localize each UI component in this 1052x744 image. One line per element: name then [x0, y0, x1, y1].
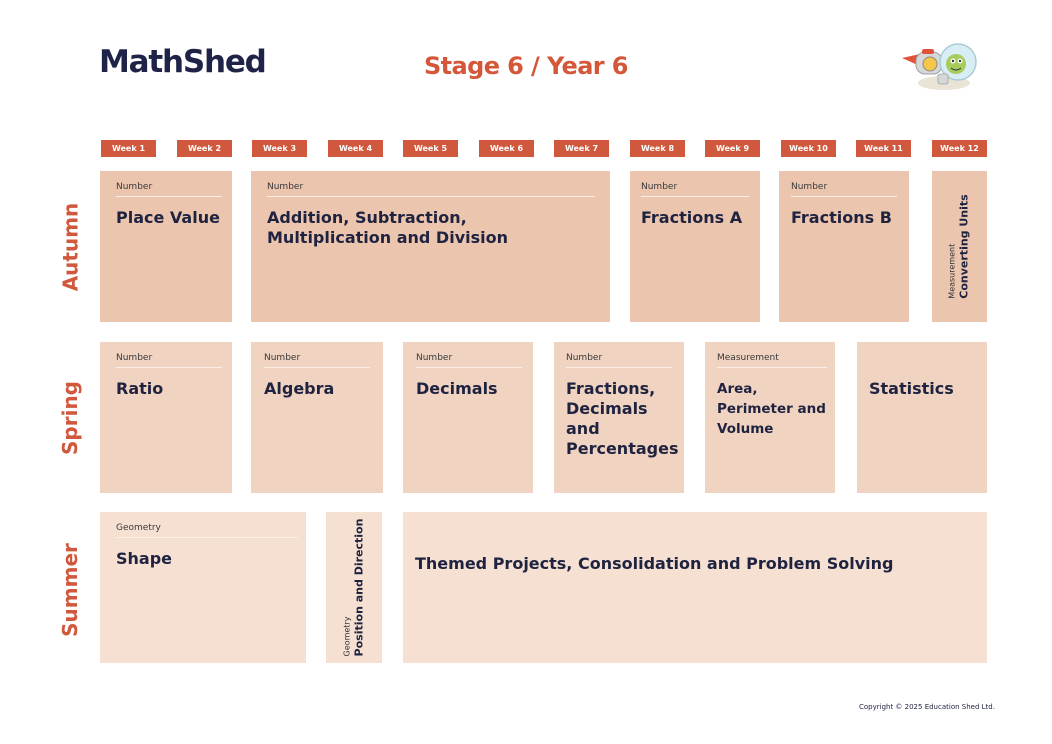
divider	[566, 367, 672, 368]
week-3-header: Week 3	[252, 140, 307, 157]
unit-algebra[interactable]: Number Algebra	[251, 342, 383, 493]
unit-converting-units[interactable]: Measurement Converting Units	[932, 171, 987, 322]
divider	[116, 537, 298, 538]
unit-title: Converting Units	[958, 194, 972, 299]
week-11-header: Week 11	[856, 140, 911, 157]
logo: MathShed	[99, 44, 267, 80]
unit-category: Measurement	[948, 243, 958, 299]
term-summer: Summer	[58, 540, 82, 640]
term-autumn: Autumn	[58, 197, 82, 297]
unit-statistics[interactable]: Statistics	[857, 342, 987, 493]
unit-category: Geometry	[342, 616, 352, 657]
unit-title: Statistics	[869, 379, 954, 398]
unit-fractions-decimals-percentages[interactable]: Number Fractions, Decimals and Percentag…	[554, 342, 684, 493]
unit-category: Number	[566, 353, 603, 363]
week-10-header: Week 10	[781, 140, 836, 157]
divider	[116, 367, 222, 368]
unit-title: Decimals	[416, 379, 498, 398]
divider	[264, 367, 370, 368]
term-autumn-label: Autumn	[58, 202, 82, 292]
unit-category: Number	[416, 353, 453, 363]
unit-fractions-a[interactable]: Number Fractions A	[630, 171, 760, 322]
unit-decimals[interactable]: Number Decimals	[403, 342, 533, 493]
unit-themed-projects[interactable]: Themed Projects, Consolidation and Probl…	[403, 512, 987, 663]
week-6-header: Week 6	[479, 140, 534, 157]
unit-place-value[interactable]: Number Place Value	[100, 171, 232, 322]
divider	[791, 196, 897, 197]
unit-shape[interactable]: Geometry Shape	[100, 512, 306, 663]
unit-category: Number	[267, 182, 304, 192]
week-5-header: Week 5	[403, 140, 458, 157]
week-8-header: Week 8	[630, 140, 685, 157]
divider	[267, 196, 595, 197]
unit-category: Measurement	[717, 353, 779, 363]
unit-title: Fractions A	[641, 208, 743, 227]
week-4-header: Week 4	[328, 140, 383, 157]
unit-category: Number	[791, 182, 828, 192]
copyright-text: Copyright © 2025 Education Shed Ltd.	[859, 703, 995, 711]
divider	[416, 367, 522, 368]
unit-title: Addition, Subtraction, Multiplication an…	[267, 208, 508, 247]
robot-mascot-icon	[902, 43, 977, 90]
week-7-header: Week 7	[554, 140, 609, 157]
unit-position-direction[interactable]: Geometry Position and Direction	[326, 512, 382, 663]
page-title: Stage 6 / Year 6	[424, 52, 628, 80]
unit-title: Fractions, Decimals and Percentages	[566, 379, 679, 458]
unit-addition-subtraction-multiplication-division[interactable]: Number Addition, Subtraction, Multiplica…	[251, 171, 610, 322]
unit-title: Themed Projects, Consolidation and Probl…	[415, 554, 894, 573]
week-9-header: Week 9	[705, 140, 760, 157]
unit-title: Area, Perimeter and Volume	[717, 381, 826, 437]
term-spring: Spring	[58, 368, 82, 468]
unit-category: Number	[264, 353, 301, 363]
week-1-header: Week 1	[101, 140, 156, 157]
unit-title: Fractions B	[791, 208, 892, 227]
unit-ratio[interactable]: Number Ratio	[100, 342, 232, 493]
unit-area-perimeter-volume[interactable]: Measurement Area, Perimeter and Volume	[705, 342, 835, 493]
divider	[717, 367, 827, 368]
divider	[641, 196, 749, 197]
unit-title: Place Value	[116, 208, 220, 227]
unit-category: Geometry	[116, 523, 161, 533]
unit-category: Number	[116, 353, 153, 363]
unit-title: Shape	[116, 549, 173, 568]
divider	[116, 196, 222, 197]
unit-category: Number	[641, 182, 678, 192]
unit-title: Algebra	[264, 379, 335, 398]
term-spring-label: Spring	[58, 381, 82, 455]
week-2-header: Week 2	[177, 140, 232, 157]
term-summer-label: Summer	[58, 543, 82, 637]
unit-fractions-b[interactable]: Number Fractions B	[779, 171, 909, 322]
week-12-header: Week 12	[932, 140, 987, 157]
unit-title: Position and Direction	[352, 518, 366, 657]
unit-title: Ratio	[116, 379, 164, 398]
unit-category: Number	[116, 182, 153, 192]
